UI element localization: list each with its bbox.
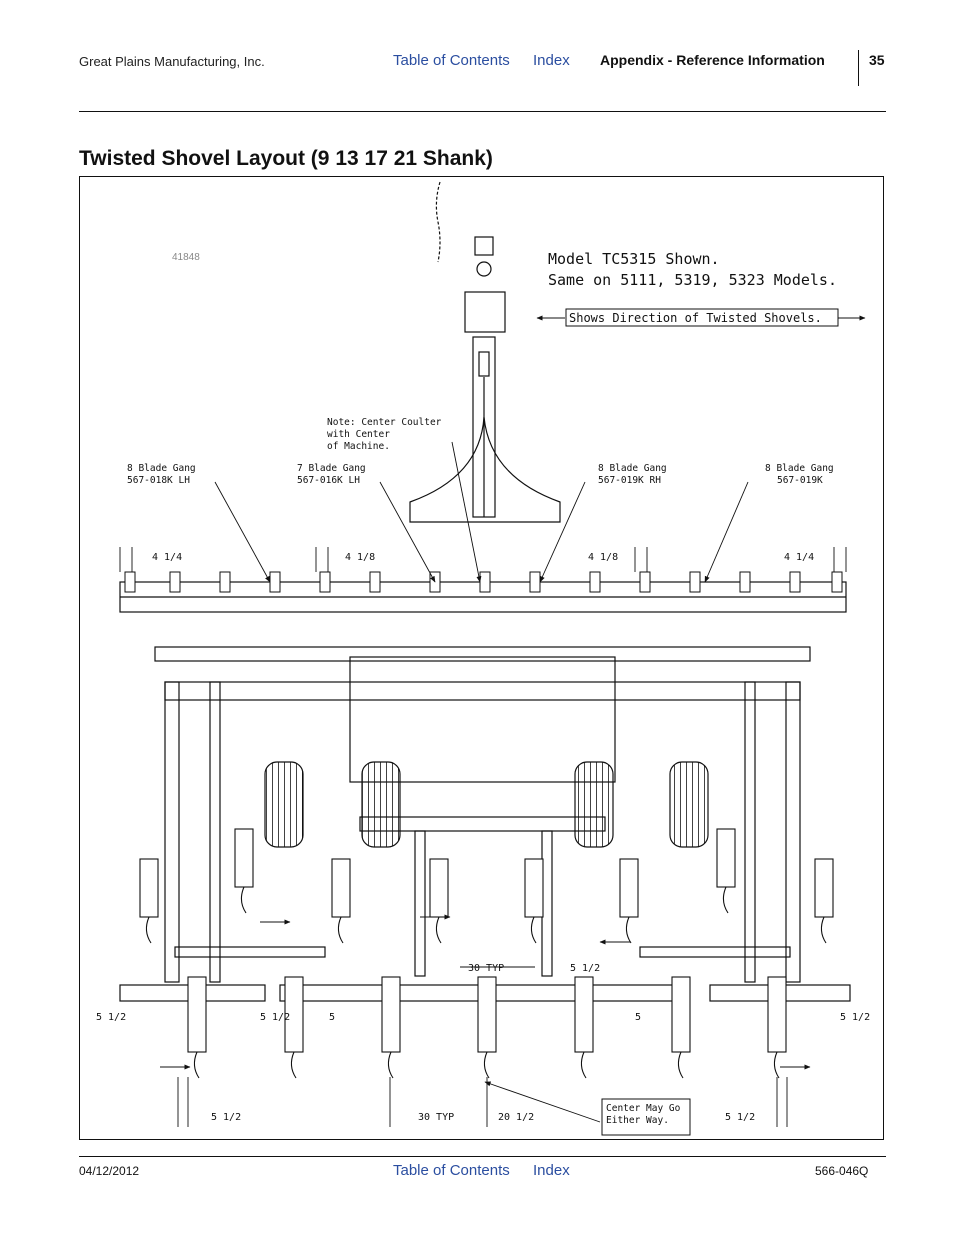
gang-1-line-1: 8 Blade Gang — [127, 463, 196, 474]
page-title: Twisted Shovel Layout (9 13 17 21 Shank) — [79, 147, 493, 170]
model-line-2: Same on 5111, 5319, 5323 Models. — [548, 271, 837, 289]
dim-5-right: 5 — [635, 1012, 641, 1023]
gang-3-line-1: 8 Blade Gang — [598, 463, 667, 474]
header-index-link[interactable]: Index — [533, 52, 570, 69]
direction-note: Shows Direction of Twisted Shovels. — [569, 311, 822, 325]
dim-left-4-1-4: 4 1/4 — [152, 552, 182, 563]
company-name: Great Plains Manufacturing, Inc. — [79, 54, 265, 69]
footer-rule — [79, 1156, 886, 1157]
figure-id: 41848 — [172, 252, 200, 263]
footer-index-link[interactable]: Index — [533, 1162, 570, 1179]
either-way-2: Either Way. — [606, 1115, 669, 1126]
dim-30-typ-upper: 30 TYP — [468, 963, 504, 974]
model-line-1: Model TC5315 Shown. — [548, 250, 720, 268]
page-number: 35 — [869, 52, 885, 68]
dim-5-1-2-bottom-right: 5 1/2 — [725, 1112, 755, 1123]
footer-toc-link[interactable]: Table of Contents — [393, 1162, 510, 1179]
footer-date: 04/12/2012 — [79, 1164, 140, 1178]
dim-5-1-2-left: 5 1/2 — [260, 1012, 290, 1023]
gang-4-line-2: 567-019K — [777, 475, 823, 486]
doc-code: 566-046Q — [815, 1164, 869, 1178]
header-toc-link[interactable]: Table of Contents — [393, 52, 510, 69]
center-note-3: of Machine. — [327, 441, 390, 452]
dim-left-4-1-8: 4 1/8 — [345, 552, 375, 563]
dim-5-1-2-far-right: 5 1/2 — [840, 1012, 870, 1023]
either-way-1: Center May Go — [606, 1103, 681, 1114]
header-rule — [79, 111, 886, 112]
gang-1-line-2: 567-018K LH — [127, 475, 190, 486]
dim-5-1-2-far-left: 5 1/2 — [96, 1012, 126, 1023]
dim-5-1-2-bottom-left: 5 1/2 — [211, 1112, 241, 1123]
dim-5-1-2-center: 5 1/2 — [570, 963, 600, 974]
dim-20-1-2: 20 1/2 — [498, 1112, 534, 1123]
section-title: Appendix - Reference Information — [600, 52, 825, 68]
dim-right-4-1-4: 4 1/4 — [784, 552, 814, 563]
center-note-2: with Center — [327, 429, 390, 440]
gang-3-line-2: 567-019K RH — [598, 475, 661, 486]
header-divider — [858, 50, 859, 86]
center-note-1: Note: Center Coulter — [327, 417, 442, 428]
dim-5-left: 5 — [329, 1012, 335, 1023]
gang-2-line-2: 567-016K LH — [297, 475, 360, 486]
dim-30-typ-lower: 30 TYP — [418, 1112, 454, 1123]
shovel-layout-drawing: 41848 Model TC5315 Shown. Same on 5111, … — [96, 181, 870, 1136]
gang-4-line-1: 8 Blade Gang — [765, 463, 834, 474]
dim-right-4-1-8: 4 1/8 — [588, 552, 618, 563]
figure-frame: 41848 Model TC5315 Shown. Same on 5111, … — [79, 176, 884, 1140]
gang-2-line-1: 7 Blade Gang — [297, 463, 366, 474]
